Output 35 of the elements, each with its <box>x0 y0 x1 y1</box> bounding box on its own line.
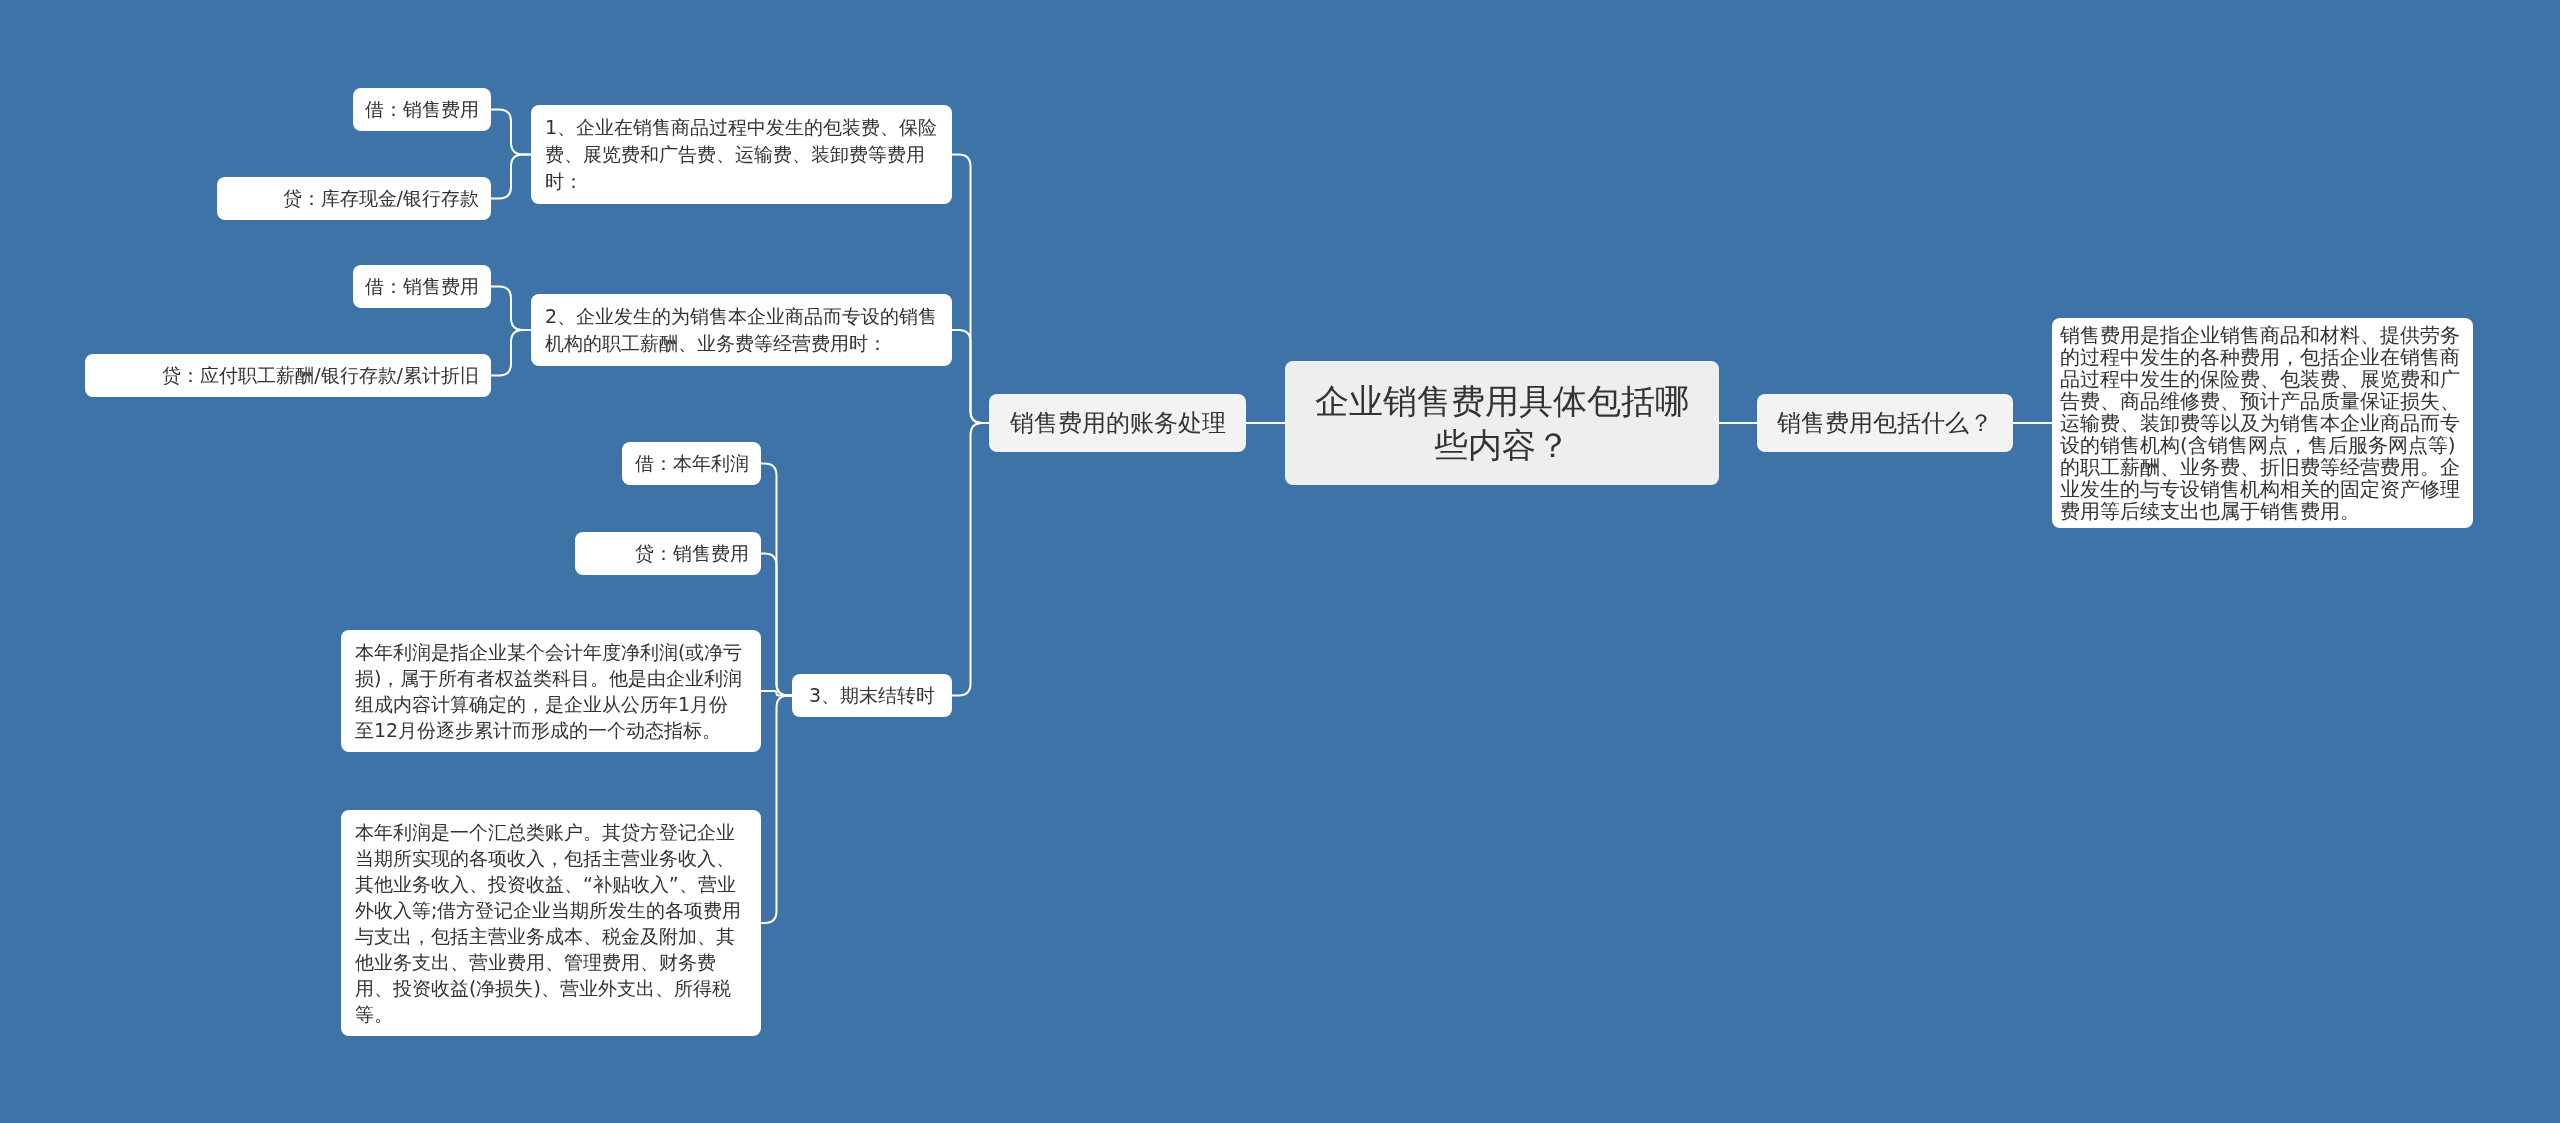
topic-text: 本年利润是指企业某个会计年度净利润(或净亏损)，属于所有者权益类科目。他是由企业利润组成内容计算确定的，是企业从公历年1月份至12月份逐步累计而形成的一个动态指标。 <box>355 640 744 743</box>
topic-text: 企业销售费用具体包括哪些内容？ <box>1314 380 1690 467</box>
note-card <box>341 810 761 1036</box>
connector-line <box>951 422 990 697</box>
entry-card <box>353 88 491 131</box>
branch-topic <box>1757 394 2013 452</box>
topic-text: 借：销售费用 <box>365 274 479 299</box>
topic-text: 2、企业发生的为销售本企业商品而专设的销售机构的职工薪酬、业务费等经营费用时： <box>545 304 938 356</box>
subtopic-card <box>531 105 952 204</box>
central-topic <box>1285 361 1719 485</box>
topic-text: 贷：应付职工薪酬/银行存款/累计折旧 <box>161 363 479 388</box>
entry-card <box>217 177 491 220</box>
connector-line <box>490 329 532 377</box>
topic-text: 借：销售费用 <box>365 97 479 122</box>
topic-text: 3、期末结转时 <box>807 683 937 708</box>
topic-text: 本年利润是一个汇总类账户。其贷方登记企业当期所实现的各项收入，包括主营业务收入、其他业务收入、投资收益、“补贴收入”、营业外收入等;借方登记企业当期所发生的各项费用与支出，包括主营业务成本、税金及附加、其他业务支出、营业费用、管理费用、财务费用、投资收益(净损失)、营业外支出、所得税等。 <box>355 820 743 1027</box>
connector-line <box>1718 422 1758 424</box>
entry-card <box>622 442 761 485</box>
topic-text: 贷：库存现金/银行存款 <box>281 186 479 211</box>
entry-card <box>85 354 491 397</box>
branch-topic <box>989 394 1246 452</box>
topic-text: 1、企业在销售商品过程中发生的包装费、保险费、展览费和广告费、运输费、装卸费等费用时： <box>545 115 938 194</box>
subtopic-card <box>792 674 952 717</box>
topic-text: 销售费用的账务处理 <box>1008 408 1227 439</box>
connector-line <box>490 153 532 200</box>
connector-line <box>1245 422 1286 424</box>
subtopic-card <box>531 294 952 366</box>
connector-line <box>2012 422 2053 424</box>
note-card <box>341 630 761 752</box>
topic-text: 销售费用包括什么？ <box>1776 408 1994 439</box>
topic-text: 贷：销售费用 <box>634 541 749 566</box>
topic-text: 销售费用是指企业销售商品和材料、提供劳务的过程中发生的各种费用，包括企业在销售商品过程中发生的保险费、包装费、展览费和广告费、商品维修费、预计产品质量保证损失、运输费、装卸费等以及为销售本企业商品而专设的销售机构(含销售网点，售后服务网点等)的职工薪酬、业务费、折旧费等经营费用。企业发生的与专设销售机构相关的固定资产修理费用等后续支出也属于销售费用。 <box>2060 324 2461 522</box>
entry-card <box>575 532 761 575</box>
entry-card <box>353 265 491 308</box>
topic-text: 借：本年利润 <box>634 451 749 476</box>
